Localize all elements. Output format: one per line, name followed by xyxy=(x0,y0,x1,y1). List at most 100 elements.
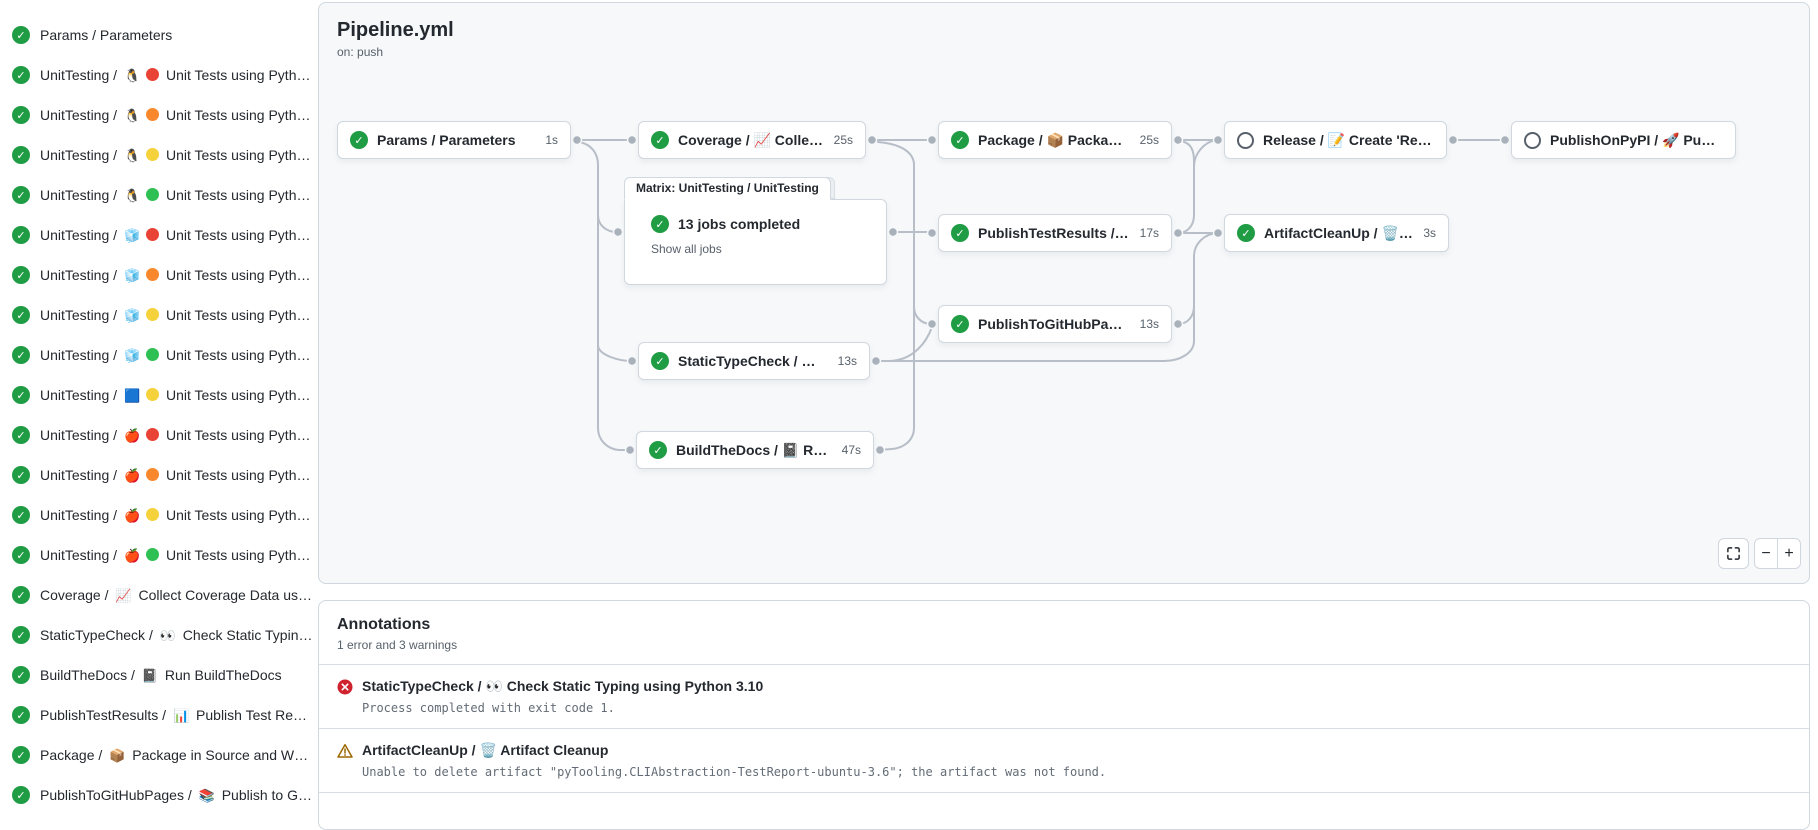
sidebar-job-item[interactable]: ✓ UnitTesting / 🐧 Unit Tests using Pyth… xyxy=(0,55,318,95)
sidebar-job-item[interactable]: ✓ Coverage / 📈 Collect Coverage Data usi… xyxy=(0,575,318,615)
job-emoji-icon: 🧊 xyxy=(123,227,141,243)
warning-icon xyxy=(337,744,353,758)
success-icon: ✓ xyxy=(12,386,30,404)
job-node-artifact-cleanup[interactable]: ✓ ArtifactCleanUp / 🗑️ Artifac… 3s xyxy=(1224,214,1449,252)
graph-header: Pipeline.yml on: push xyxy=(337,19,454,59)
annotation-message: Process completed with exit code 1. xyxy=(362,701,615,715)
sidebar-job-label: UnitTesting / 🐧 Unit Tests using Pyth… xyxy=(40,66,311,83)
job-emoji-icon: 🍎 xyxy=(123,547,141,563)
job-node-release[interactable]: Release / 📝 Create 'Release P… xyxy=(1224,121,1447,159)
sidebar-job-item[interactable]: ✓ UnitTesting / 🍎 Unit Tests using Pyth… xyxy=(0,495,318,535)
python-version-dot-icon xyxy=(146,547,160,561)
success-icon: ✓ xyxy=(12,226,30,244)
job-node-coverage[interactable]: ✓ Coverage / 📈 Collect Cove… 25s xyxy=(638,121,866,159)
job-node-duration: 3s xyxy=(1423,226,1436,240)
annotation-error-item: StaticTypeCheck / 👀 Check Static Typing … xyxy=(319,664,1809,728)
zoom-control: − + xyxy=(1754,538,1801,569)
success-icon: ✓ xyxy=(12,786,30,804)
job-node-label: Package / 📦 Package in So… xyxy=(978,131,1131,148)
annotations-title: Annotations xyxy=(337,616,431,633)
success-icon: ✓ xyxy=(951,224,969,242)
job-emoji-icon: 🍎 xyxy=(123,467,141,483)
job-node-label: BuildTheDocs / 📓 Run Buil… xyxy=(676,441,833,458)
python-version-dot-icon xyxy=(146,347,160,361)
success-icon: ✓ xyxy=(12,666,30,684)
sidebar-job-item[interactable]: ✓ UnitTesting / 🍎 Unit Tests using Pyth… xyxy=(0,455,318,495)
success-icon: ✓ xyxy=(12,426,30,444)
sidebar-job-item[interactable]: ✓ UnitTesting / 🟦 Unit Tests using Pyth… xyxy=(0,375,318,415)
sidebar-job-item[interactable]: ✓ BuildTheDocs / 📓 Run BuildTheDocs xyxy=(0,655,318,695)
job-emoji-icon: 📓 xyxy=(141,667,159,683)
job-emoji-icon: 📊 xyxy=(172,707,190,723)
skipped-icon xyxy=(1237,131,1254,149)
sidebar-job-item[interactable]: ✓ Package / 📦 Package in Source and Wh… xyxy=(0,735,318,775)
skipped-icon xyxy=(1524,131,1541,149)
sidebar-job-item[interactable]: ✓ UnitTesting / 🐧 Unit Tests using Pyth… xyxy=(0,95,318,135)
success-icon: ✓ xyxy=(651,352,669,370)
job-node-publish-to-github-pages[interactable]: ✓ PublishToGitHubPages / 📚 … 13s xyxy=(938,305,1172,343)
sidebar-job-item[interactable]: ✓ UnitTesting / 🧊 Unit Tests using Pyth… xyxy=(0,255,318,295)
sidebar-job-item[interactable]: ✓ UnitTesting / 🍎 Unit Tests using Pyth… xyxy=(0,535,318,575)
job-node-label: StaticTypeCheck / 👀 Chec… xyxy=(678,352,829,369)
sidebar-job-label: UnitTesting / 🐧 Unit Tests using Pyth… xyxy=(40,106,311,123)
success-icon: ✓ xyxy=(12,106,30,124)
job-emoji-icon: 🐧 xyxy=(123,67,141,83)
success-icon: ✓ xyxy=(951,315,969,333)
python-version-dot-icon xyxy=(146,307,160,321)
success-icon: ✓ xyxy=(12,306,30,324)
job-node-label: PublishToGitHubPages / 📚 … xyxy=(978,315,1131,332)
annotation-warning-item: ArtifactCleanUp / 🗑️ Artifact Cleanup Un… xyxy=(319,728,1809,792)
jobs-sidebar: ✓ Params / Parameters ✓ UnitTesting / 🐧 … xyxy=(0,0,318,815)
success-icon: ✓ xyxy=(12,466,30,484)
sidebar-job-item[interactable]: ✓ Params / Parameters xyxy=(0,15,318,55)
job-node-publish-test-results[interactable]: ✓ PublishTestResults / 📊 Pu… 17s xyxy=(938,214,1172,252)
sidebar-job-item[interactable]: ✓ UnitTesting / 🧊 Unit Tests using Pyth… xyxy=(0,335,318,375)
success-icon: ✓ xyxy=(651,131,669,149)
annotation-title: StaticTypeCheck / 👀 Check Static Typing … xyxy=(362,678,764,694)
python-version-dot-icon xyxy=(146,107,160,121)
job-node-publish-on-pypi[interactable]: PublishOnPyPI / 🚀 Publish to … xyxy=(1511,121,1736,159)
job-node-build-the-docs[interactable]: ✓ BuildTheDocs / 📓 Run Buil… 47s xyxy=(636,431,874,469)
success-icon: ✓ xyxy=(12,266,30,284)
job-emoji-icon: 🧊 xyxy=(123,347,141,363)
sidebar-job-item[interactable]: ✓ UnitTesting / 🍎 Unit Tests using Pyth… xyxy=(0,415,318,455)
job-emoji-icon: 🍎 xyxy=(123,427,141,443)
annotations-header: Annotations 1 error and 3 warnings xyxy=(319,601,1809,664)
sidebar-job-label: UnitTesting / 🧊 Unit Tests using Pyth… xyxy=(40,226,311,243)
workflow-graph-card: Pipeline.yml on: push xyxy=(318,2,1810,584)
python-version-dot-icon xyxy=(146,427,160,441)
sidebar-job-item[interactable]: ✓ StaticTypeCheck / 👀 Check Static Typin… xyxy=(0,615,318,655)
sidebar-job-item[interactable]: ✓ UnitTesting / 🧊 Unit Tests using Pyth… xyxy=(0,215,318,255)
job-emoji-icon: 🟦 xyxy=(123,387,141,403)
fullscreen-button[interactable] xyxy=(1718,538,1749,569)
zoom-in-button[interactable]: + xyxy=(1777,539,1800,568)
success-icon: ✓ xyxy=(350,131,368,149)
success-icon: ✓ xyxy=(12,346,30,364)
sidebar-job-item[interactable]: ✓ PublishTestResults / 📊 Publish Test Re… xyxy=(0,695,318,735)
python-version-dot-icon xyxy=(146,507,160,521)
job-emoji-icon: 📦 xyxy=(109,747,126,763)
show-all-jobs-link[interactable]: Show all jobs xyxy=(651,242,722,256)
python-version-dot-icon xyxy=(146,227,160,241)
python-version-dot-icon xyxy=(146,67,160,81)
error-icon xyxy=(337,679,353,695)
job-emoji-icon: 🧊 xyxy=(123,307,141,323)
sidebar-job-item[interactable]: ✓ PublishToGitHubPages / 📚 Publish to G… xyxy=(0,775,318,815)
sidebar-job-item[interactable]: ✓ UnitTesting / 🧊 Unit Tests using Pyth… xyxy=(0,295,318,335)
job-node-package[interactable]: ✓ Package / 📦 Package in So… 25s xyxy=(938,121,1172,159)
job-node-duration: 25s xyxy=(1139,133,1159,147)
sidebar-job-item[interactable]: ✓ UnitTesting / 🐧 Unit Tests using Pyth… xyxy=(0,135,318,175)
annotation-title: ArtifactCleanUp / 🗑️ Artifact Cleanup xyxy=(362,742,609,758)
sidebar-job-item[interactable]: ✓ UnitTesting / 🐧 Unit Tests using Pyth… xyxy=(0,175,318,215)
sidebar-job-label: UnitTesting / 🐧 Unit Tests using Pyth… xyxy=(40,186,311,203)
job-node-params[interactable]: ✓ Params / Parameters 1s xyxy=(337,121,571,159)
job-node-label: PublishTestResults / 📊 Pu… xyxy=(978,224,1131,241)
annotations-subtitle: 1 error and 3 warnings xyxy=(337,638,458,652)
success-icon: ✓ xyxy=(12,626,30,644)
zoom-out-button[interactable]: − xyxy=(1761,544,1771,562)
job-node-static-type-check[interactable]: ✓ StaticTypeCheck / 👀 Chec… 13s xyxy=(638,342,870,380)
job-node-label: Coverage / 📈 Collect Cove… xyxy=(678,131,825,148)
sidebar-job-label: UnitTesting / 🧊 Unit Tests using Pyth… xyxy=(40,266,311,283)
sidebar-job-label: UnitTesting / 🍎 Unit Tests using Pyth… xyxy=(40,546,311,563)
sidebar-job-label: UnitTesting / 🧊 Unit Tests using Pyth… xyxy=(40,306,311,323)
